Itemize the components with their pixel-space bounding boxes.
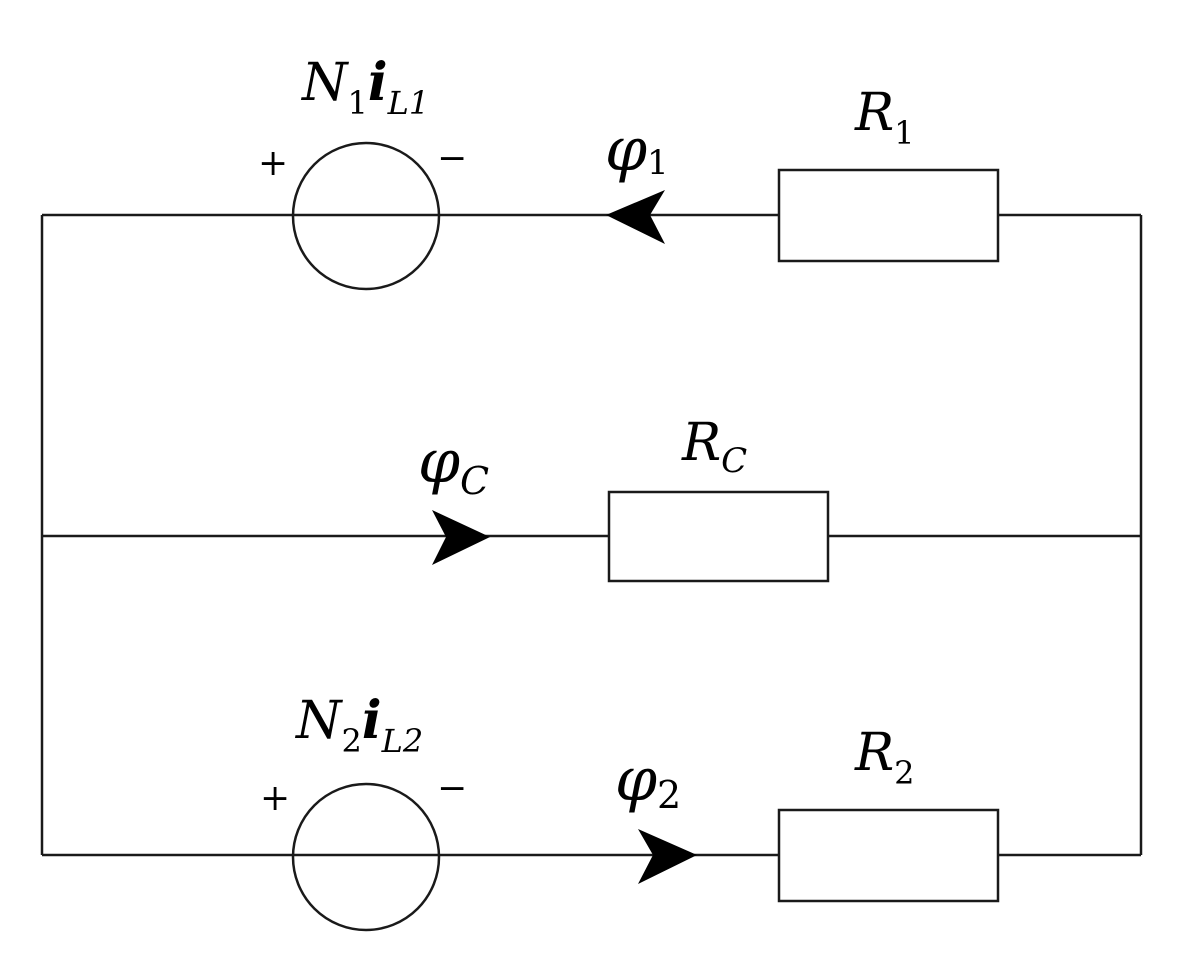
flux-2-arrow	[638, 829, 697, 884]
flux-c-arrow	[432, 510, 490, 565]
mmf-source-1-minus: −	[437, 138, 467, 179]
mmf-source-2-plus: +	[260, 778, 290, 819]
resistor-1	[777, 168, 1000, 263]
flux-1-label: φ1	[605, 115, 669, 185]
resistor-c	[607, 490, 830, 583]
resistor-c-label: RC	[681, 413, 747, 481]
mmf-source-2-circle	[291, 782, 441, 932]
flux-2-label: φ2	[615, 745, 681, 817]
mmf-source-1-label: N1iL1	[300, 52, 429, 122]
mmf-source-2-minus: −	[437, 768, 467, 809]
flux-c-label: φC	[418, 427, 489, 503]
flux-1-arrow	[606, 190, 665, 244]
mmf-source-1-circle	[291, 141, 441, 291]
resistor-1-label: R1	[854, 83, 915, 152]
mmf-source-2-label: N2iL2	[294, 690, 423, 760]
resistor-2-label: R2	[854, 723, 915, 792]
mmf-source-1-plus: +	[258, 143, 288, 184]
resistor-2	[777, 808, 1000, 903]
